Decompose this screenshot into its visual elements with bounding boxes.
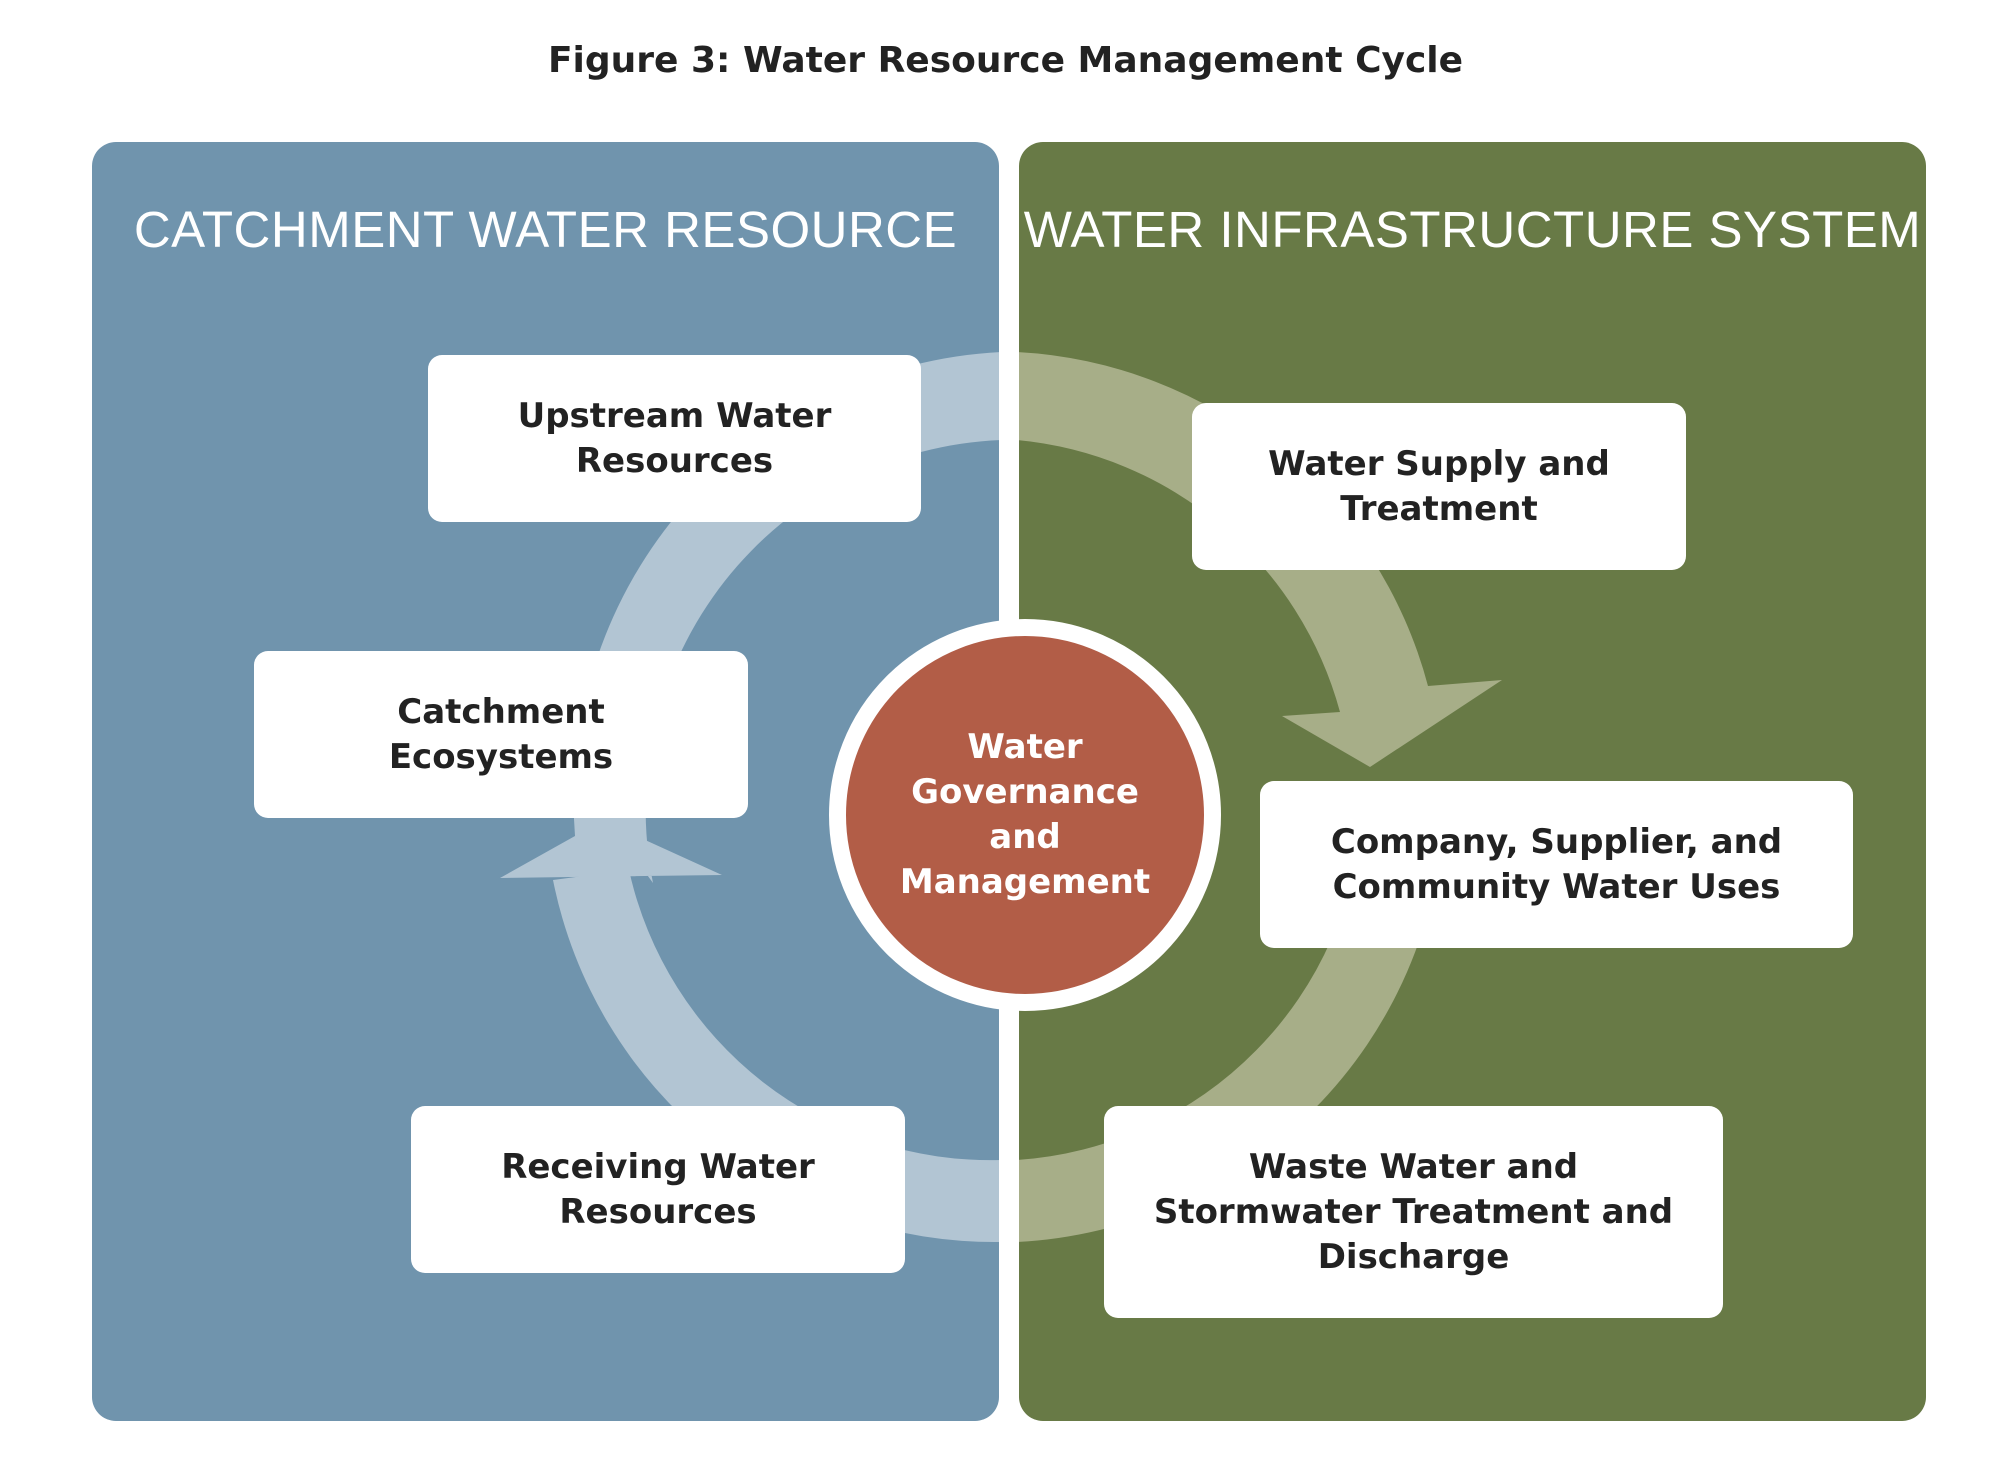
infrastructure-panel-heading: WATER INFRASTRUCTURE SYSTEM: [1023, 201, 1922, 258]
catchment-ecosystems-node: Catchment Ecosystems: [254, 651, 748, 818]
upstream-water-resources-node: Upstream Water Resources: [428, 355, 921, 522]
water-supply-and-treatment-node: Water Supply and Treatment: [1192, 403, 1686, 570]
waste-water-treatment-node: Waste Water and Stormwater Treatment and…: [1104, 1106, 1723, 1318]
water-governance-center: Water Governance and Management: [829, 619, 1221, 1011]
water-uses-node: Company, Supplier, and Community Water U…: [1260, 781, 1853, 948]
catchment-panel-heading: CATCHMENT WATER RESOURCE: [133, 201, 958, 258]
receiving-water-resources-node: Receiving Water Resources: [411, 1106, 905, 1273]
figure-title: Figure 3: Water Resource Management Cycl…: [547, 40, 1464, 81]
